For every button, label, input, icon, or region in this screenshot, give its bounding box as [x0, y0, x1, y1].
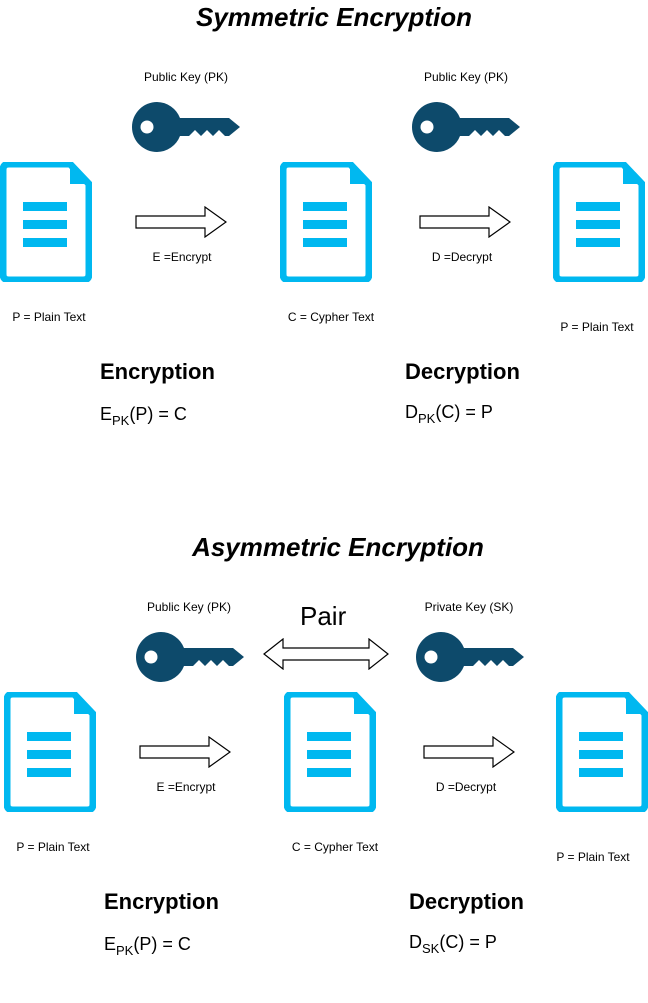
- plain-text-label: P = Plain Text: [12, 310, 86, 324]
- right-arrow-icon: [419, 206, 511, 238]
- key-label-right: Public Key (PK): [423, 70, 509, 84]
- document-icon: [4, 692, 96, 812]
- plain-text-label: P = Plain Text: [560, 320, 634, 334]
- decryption-formula: DSK(C) = P: [409, 932, 497, 956]
- decrypt-arrow-label: D =Decrypt: [431, 250, 493, 264]
- encrypt-arrow-label: E =Encrypt: [152, 250, 212, 264]
- decryption-heading: Decryption: [405, 359, 520, 384]
- key-label-left: Public Key (PK): [146, 600, 232, 614]
- right-arrow-icon: [139, 736, 231, 768]
- double-arrow-icon: [263, 638, 389, 670]
- key-icon: [410, 100, 522, 154]
- encryption-formula: EPK(P) = C: [100, 404, 187, 428]
- decryption-formula: DPK(C) = P: [405, 402, 493, 426]
- plain-text-label: P = Plain Text: [556, 850, 630, 864]
- key-label-right: Private Key (SK): [424, 600, 514, 614]
- right-arrow-icon: [423, 736, 515, 768]
- cypher-text-label: C = Cypher Text: [287, 310, 375, 324]
- decryption-heading: Decryption: [409, 889, 524, 914]
- cypher-text-label: C = Cypher Text: [291, 840, 379, 854]
- document-icon: [556, 692, 648, 812]
- decrypt-arrow-label: D =Decrypt: [435, 780, 497, 794]
- document-icon: [553, 162, 645, 282]
- document-icon: [0, 162, 92, 282]
- document-icon: [280, 162, 372, 282]
- encryption-heading: Encryption: [100, 359, 215, 384]
- symmetric-title: Symmetric Encryption: [196, 2, 472, 32]
- key-label-left: Public Key (PK): [143, 70, 229, 84]
- encrypt-arrow-label: E =Encrypt: [156, 780, 216, 794]
- encryption-formula: EPK(P) = C: [104, 934, 191, 958]
- key-icon: [134, 630, 246, 684]
- pair-label: Pair: [300, 601, 347, 631]
- document-icon: [284, 692, 376, 812]
- key-icon: [130, 100, 242, 154]
- key-icon: [414, 630, 526, 684]
- plain-text-label: P = Plain Text: [16, 840, 90, 854]
- right-arrow-icon: [135, 206, 227, 238]
- asymmetric-title: Asymmetric Encryption: [192, 532, 484, 562]
- encryption-heading: Encryption: [104, 889, 219, 914]
